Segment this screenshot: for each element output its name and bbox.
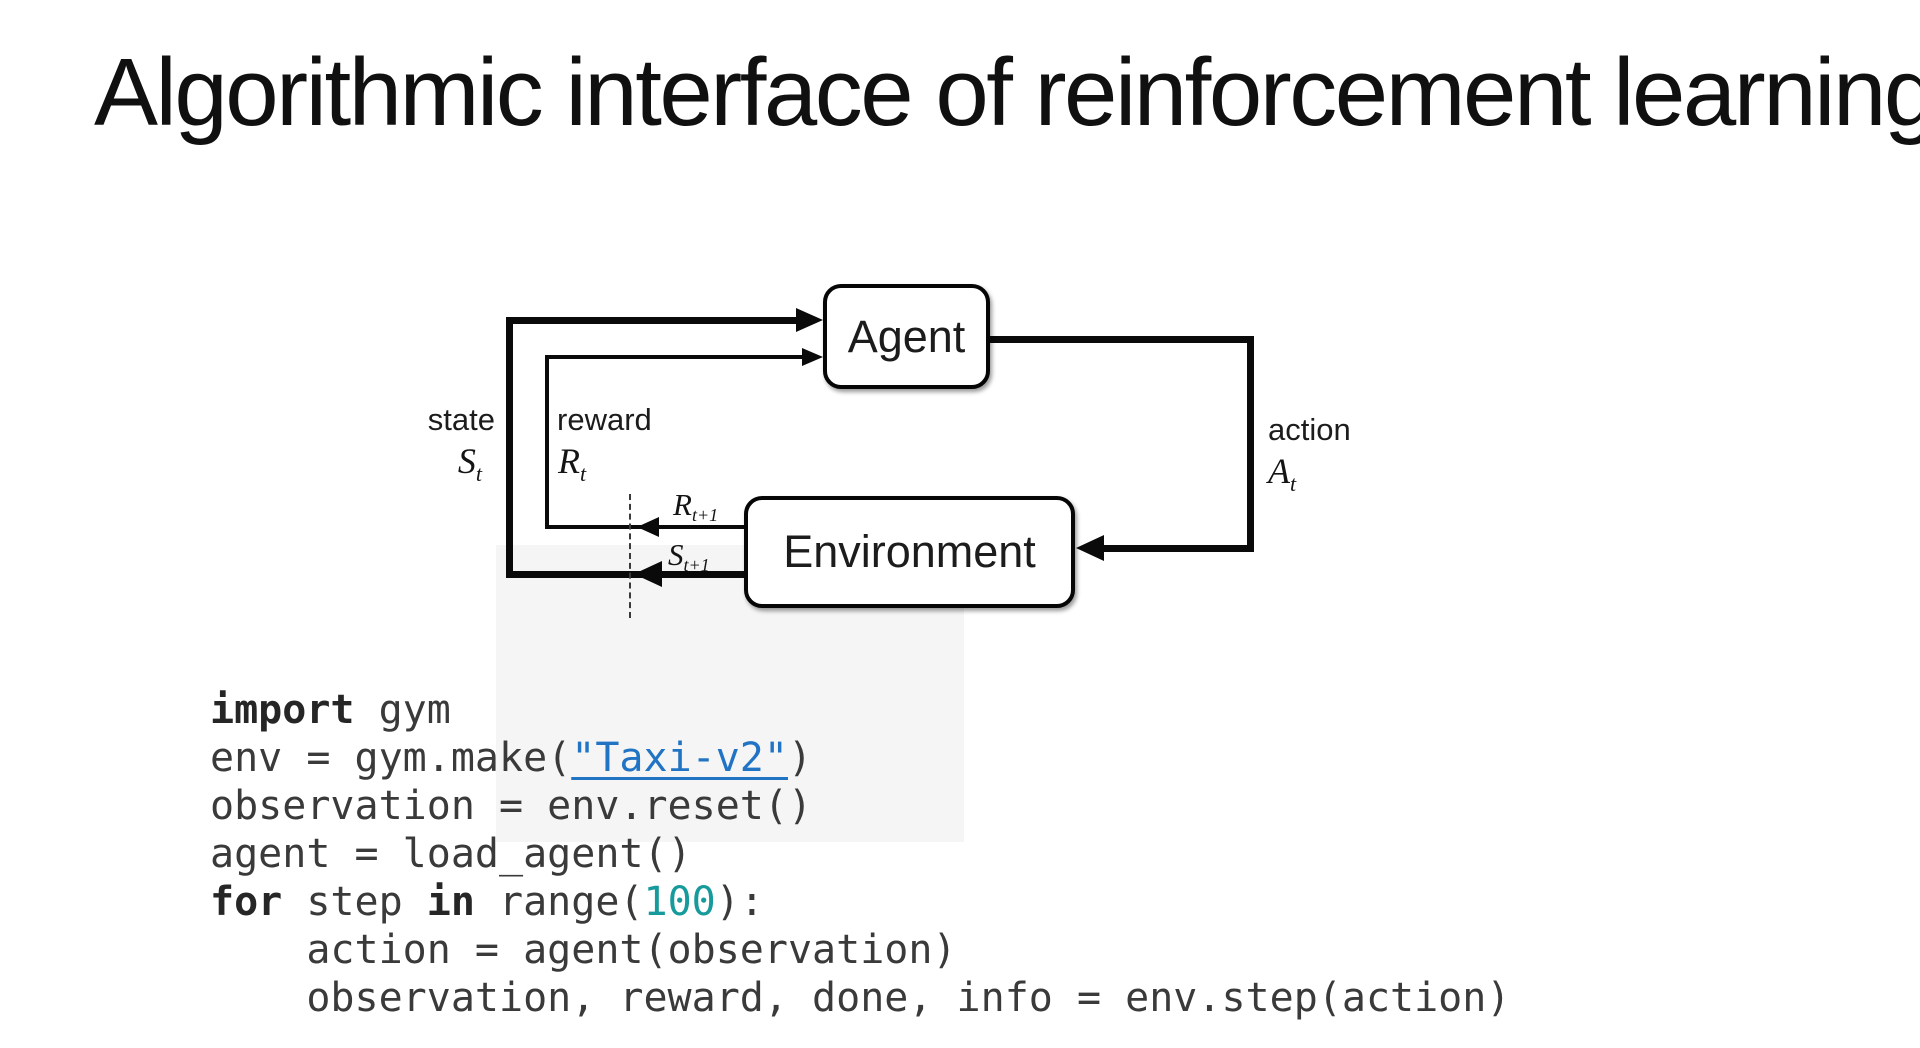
reward-loop-vertical-line <box>545 355 549 528</box>
timestep-dashed-line <box>629 494 631 618</box>
environment-box: Environment <box>744 496 1075 608</box>
code-line: env = gym.make("Taxi-v2") <box>210 734 1510 782</box>
code-line: observation = env.reset() <box>210 782 1510 830</box>
next-state-line <box>506 571 744 578</box>
slide-title: Algorithmic interface of reinforcement l… <box>94 39 1920 146</box>
code-text: step <box>282 879 427 925</box>
state-symbol: St <box>457 441 482 486</box>
agent-box: Agent <box>823 284 990 389</box>
code-line: action = agent(observation) <box>210 926 1510 974</box>
reward-symbol: Rt <box>558 441 587 486</box>
action-loop-vertical-line <box>1247 336 1254 552</box>
state-arrowhead-into-agent-icon <box>796 308 823 332</box>
state-loop-top-line <box>506 317 798 324</box>
code-text: observation, reward, done, info = env.st… <box>210 975 1511 1021</box>
code-text: ) <box>787 735 813 781</box>
reward-arrowhead-into-agent-icon <box>802 348 823 366</box>
code-text: ): <box>715 879 764 925</box>
code-line: for step in range(100): <box>210 878 1510 926</box>
reward-label: reward <box>557 402 652 437</box>
code-line: observation, reward, done, info = env.st… <box>210 974 1510 1022</box>
action-loop-bottom-line <box>1100 545 1254 552</box>
reward-loop-top-line <box>545 355 803 359</box>
next-state-arrowhead-icon <box>634 561 662 587</box>
code-link-taxi-v2[interactable]: "Taxi-v2" <box>571 735 788 781</box>
code-text: observation = env.reset() <box>210 783 813 829</box>
state-label: state <box>427 402 495 437</box>
next-state-symbol: St+1 <box>668 537 710 575</box>
next-reward-symbol: Rt+1 <box>673 487 719 525</box>
code-number: 100 <box>643 879 716 925</box>
code-line: agent = load_agent() <box>210 830 1510 878</box>
next-reward-arrowhead-icon <box>637 517 659 537</box>
action-label: action <box>1268 412 1351 447</box>
code-text: gym <box>354 687 451 733</box>
code-keyword: import <box>210 687 355 733</box>
code-keyword: for <box>210 879 283 925</box>
action-arrowhead-into-environment-icon <box>1076 535 1104 561</box>
code-keyword: in <box>426 879 475 925</box>
state-loop-vertical-line <box>506 317 513 578</box>
code-line: import gym <box>210 686 1510 734</box>
code-text: action = agent(observation) <box>210 927 957 973</box>
action-symbol: At <box>1268 451 1297 496</box>
code-text: range( <box>474 879 644 925</box>
code-text: agent = load_agent() <box>210 831 692 877</box>
agent-box-label: Agent <box>847 310 966 362</box>
action-loop-top-line <box>990 336 1254 343</box>
code-text: env = gym.make( <box>210 735 572 781</box>
environment-box-label: Environment <box>783 526 1036 577</box>
